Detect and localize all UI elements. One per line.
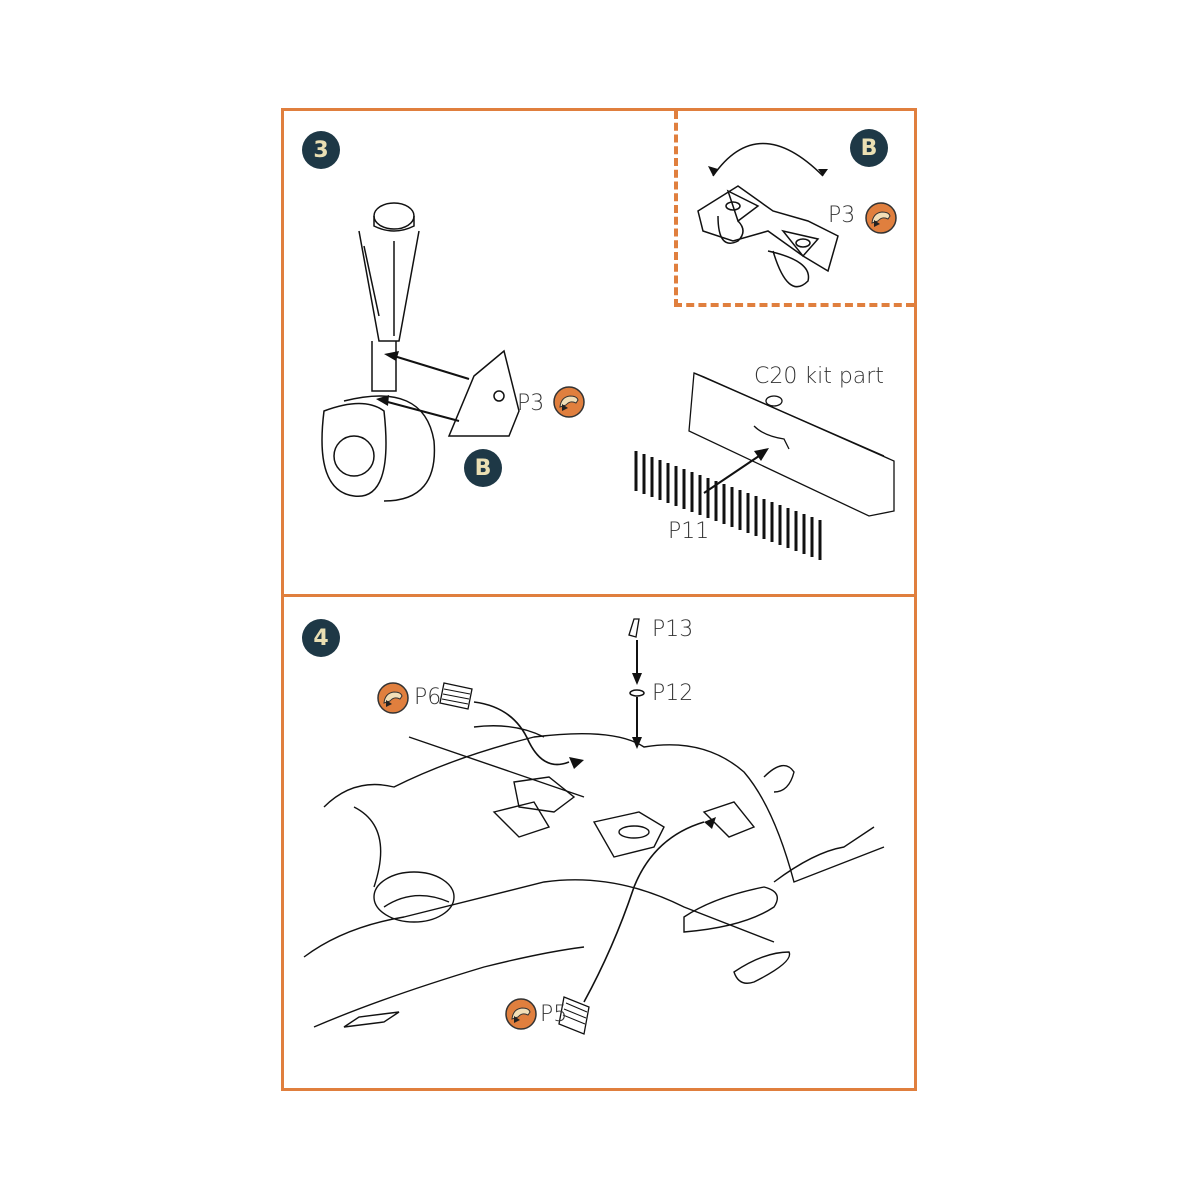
part-label-p5: P5: [540, 1002, 568, 1027]
photo-etch-part-icon: [553, 386, 585, 418]
fuselage-cockpit-illustration: [303, 618, 885, 1035]
part-label-p12: P12: [652, 681, 694, 706]
step-3-panel: 3 B P3: [281, 108, 917, 597]
part-label-p11: P11: [668, 519, 710, 544]
part-label-p3: P3: [517, 391, 545, 416]
photo-etch-part-icon: [865, 202, 897, 234]
bracket-folding-illustration: [697, 142, 839, 288]
kit-part-label-c20: C20 kit part: [754, 364, 884, 389]
step-number-badge: 3: [302, 131, 340, 169]
sub-step-badge: B: [850, 129, 888, 167]
sub-step-badge: B: [464, 449, 502, 487]
detail-inset-b: B P3: [674, 111, 914, 307]
part-label-p13: P13: [652, 617, 694, 642]
part-label-p6: P6: [414, 685, 442, 710]
photo-etch-part-icon: [377, 682, 409, 714]
step-number-badge: 4: [302, 619, 340, 657]
part-label-p3: P3: [828, 203, 856, 228]
step-4-panel: 4: [281, 594, 917, 1091]
landing-gear-illustration: [321, 202, 895, 560]
photo-etch-part-icon: [505, 998, 537, 1030]
